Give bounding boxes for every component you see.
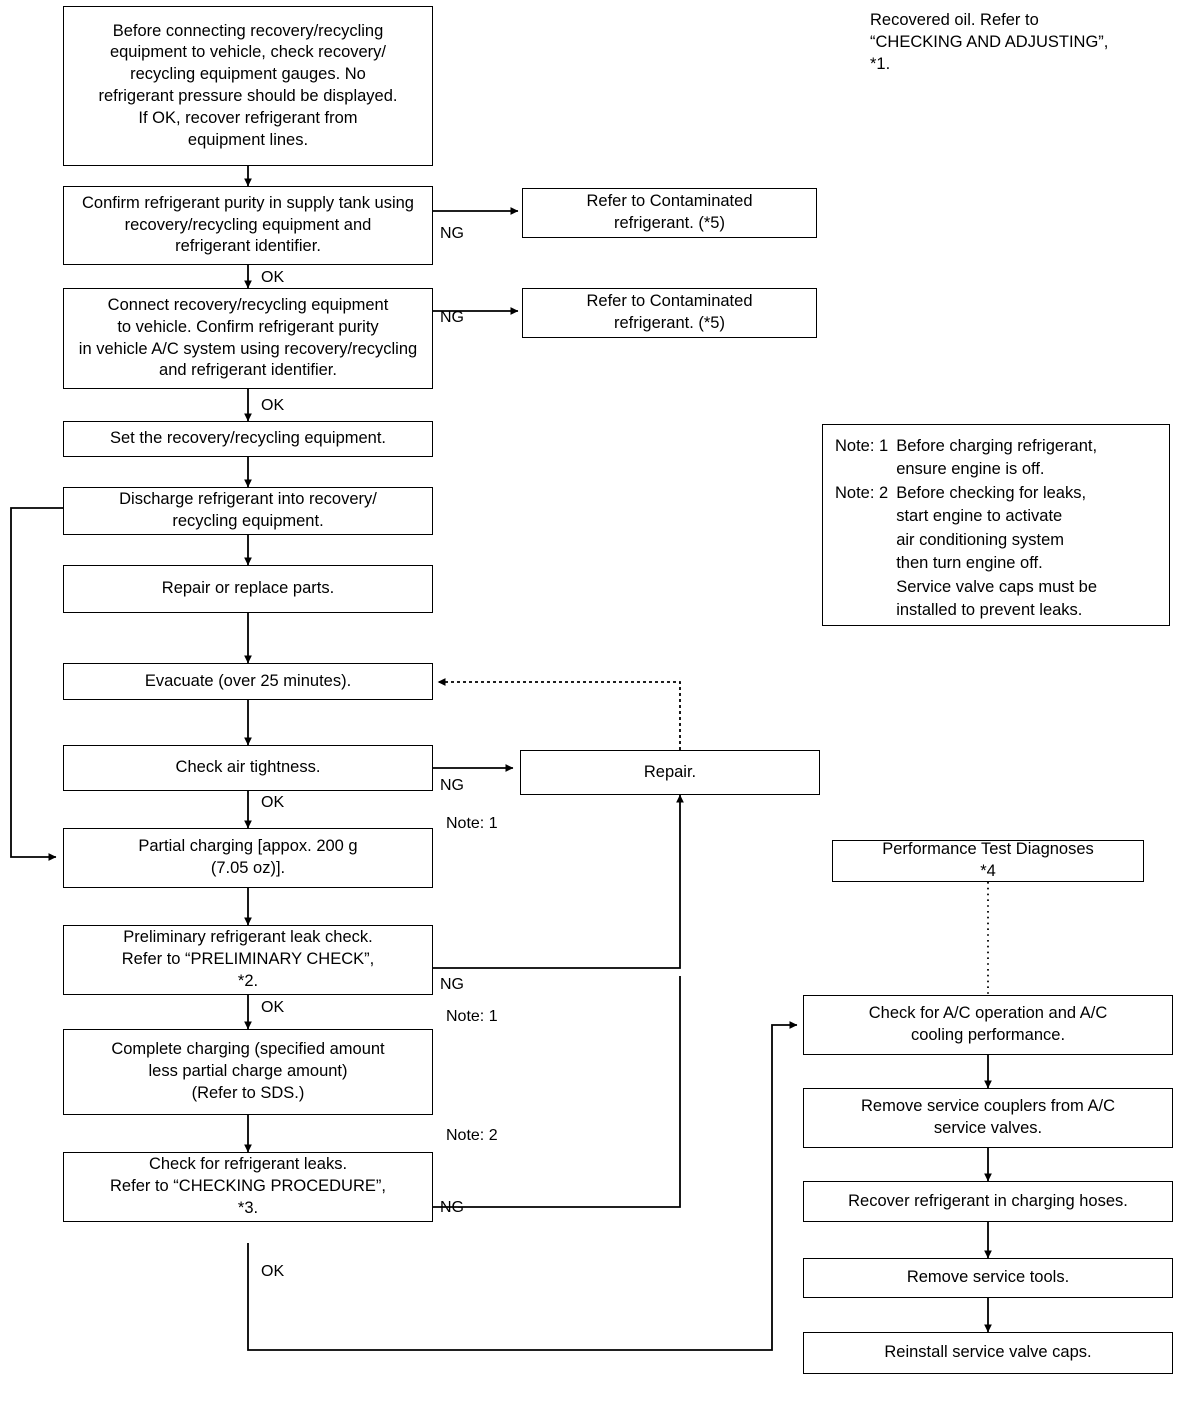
note-key: Note: 2 bbox=[835, 483, 889, 502]
edge-label-ng-air-tightness: NG bbox=[440, 777, 464, 794]
box-text: Set the recovery/recycling equipment. bbox=[109, 429, 387, 448]
box-text: Reinstall service valve caps. bbox=[884, 1343, 1092, 1362]
box-check-air-tightness: Check air tightness. bbox=[63, 745, 433, 791]
box-evacuate: Evacuate (over 25 minutes). bbox=[63, 663, 433, 700]
edge-label-ng-2: NG bbox=[440, 309, 464, 326]
edge-label-ng-leaks: NG bbox=[440, 1199, 464, 1216]
note-key: Note: 1 bbox=[835, 437, 889, 455]
edge-label-ok-2: OK bbox=[261, 397, 285, 414]
box-check-ac-operation: Check for A/C operation and A/C cooling … bbox=[803, 995, 1173, 1055]
note-row: Note: 1 Before charging refrigerant, ens… bbox=[835, 435, 1157, 482]
box-contaminated-refrigerant-1: Refer to Contaminated refrigerant. (*5) bbox=[522, 188, 817, 238]
edge-label-ok-leaks: OK bbox=[261, 1263, 285, 1280]
box-text: Check air tightness. bbox=[175, 758, 321, 777]
box-text: Complete charging (specified amount less… bbox=[111, 1040, 385, 1102]
box-text: Evacuate (over 25 minutes). bbox=[144, 671, 352, 690]
edge-label-ng-preliminary: NG bbox=[440, 976, 464, 993]
box-recover-refrigerant-hoses: Recover refrigerant in charging hoses. bbox=[803, 1181, 1173, 1222]
box-text: Refer to Contaminated refrigerant. (*5) bbox=[586, 292, 753, 332]
box-preliminary-leak-check: Preliminary refrigerant leak check. Refe… bbox=[63, 925, 433, 995]
notes-box: Note: 1 Before charging refrigerant, ens… bbox=[822, 424, 1170, 626]
box-text: Discharge refrigerant into recovery/ rec… bbox=[119, 490, 377, 530]
box-connect-equipment: Connect recovery/recycling equipment to … bbox=[63, 288, 433, 389]
box-contaminated-refrigerant-2: Refer to Contaminated refrigerant. (*5) bbox=[522, 288, 817, 338]
edge-label-note2-leaks: Note: 2 bbox=[446, 1127, 498, 1144]
note-text: Before charging refrigerant, ensure engi… bbox=[896, 437, 1098, 479]
box-text: Confirm refrigerant purity in supply tan… bbox=[82, 193, 414, 256]
box-set-equipment: Set the recovery/recycling equipment. bbox=[63, 421, 433, 457]
box-text: Repair. bbox=[643, 762, 697, 781]
box-check-refrigerant-leaks: Check for refrigerant leaks. Refer to “C… bbox=[63, 1152, 433, 1222]
box-repair-or-replace-parts: Repair or replace parts. bbox=[63, 565, 433, 613]
edge-label-ok-air-tightness: OK bbox=[261, 794, 285, 811]
box-repair: Repair. bbox=[520, 750, 820, 795]
box-text: Check for A/C operation and A/C cooling … bbox=[868, 1004, 1108, 1044]
box-before-connecting: Before connecting recovery/recycling equ… bbox=[63, 6, 433, 166]
box-text: Remove service tools. bbox=[906, 1268, 1070, 1287]
box-remove-service-couplers: Remove service couplers from A/C service… bbox=[803, 1088, 1173, 1148]
note-row: Note: 2 Before checking for leaks, start… bbox=[835, 482, 1157, 623]
box-discharge-refrigerant: Discharge refrigerant into recovery/ rec… bbox=[63, 487, 433, 535]
recovered-oil-annotation: Recovered oil. Refer to “CHECKING AND AD… bbox=[870, 11, 1109, 73]
box-text: Before connecting recovery/recycling equ… bbox=[98, 21, 398, 149]
note-text: Before checking for leaks, start engine … bbox=[896, 483, 1098, 619]
box-text: Remove service couplers from A/C service… bbox=[860, 1097, 1115, 1137]
box-confirm-purity-supply-tank: Confirm refrigerant purity in supply tan… bbox=[63, 186, 433, 265]
edge-label-ok-1: OK bbox=[261, 269, 285, 286]
box-partial-charging: Partial charging [appox. 200 g (7.05 oz)… bbox=[63, 828, 433, 888]
edge-label-ok-preliminary: OK bbox=[261, 999, 285, 1016]
edge-label-note1-air: Note: 1 bbox=[446, 815, 498, 832]
box-complete-charging: Complete charging (specified amount less… bbox=[63, 1029, 433, 1115]
box-performance-test-diagnoses: Performance Test Diagnoses *4 bbox=[832, 840, 1144, 882]
box-text: Connect recovery/recycling equipment to … bbox=[78, 295, 418, 380]
edge-label-note1-complete: Note: 1 bbox=[446, 1008, 498, 1025]
box-reinstall-service-valve-caps: Reinstall service valve caps. bbox=[803, 1332, 1173, 1374]
box-text: Repair or replace parts. bbox=[161, 579, 335, 598]
box-text: Check for refrigerant leaks. Refer to “C… bbox=[110, 1155, 386, 1217]
box-text: Recover refrigerant in charging hoses. bbox=[848, 1191, 1128, 1210]
edge-label-ng-1: NG bbox=[440, 225, 464, 242]
box-text: Performance Test Diagnoses *4 bbox=[882, 840, 1094, 880]
box-text: Partial charging [appox. 200 g (7.05 oz)… bbox=[138, 837, 358, 877]
box-text: Refer to Contaminated refrigerant. (*5) bbox=[586, 192, 753, 232]
box-text: Preliminary refrigerant leak check. Refe… bbox=[121, 928, 375, 990]
box-remove-service-tools: Remove service tools. bbox=[803, 1258, 1173, 1298]
